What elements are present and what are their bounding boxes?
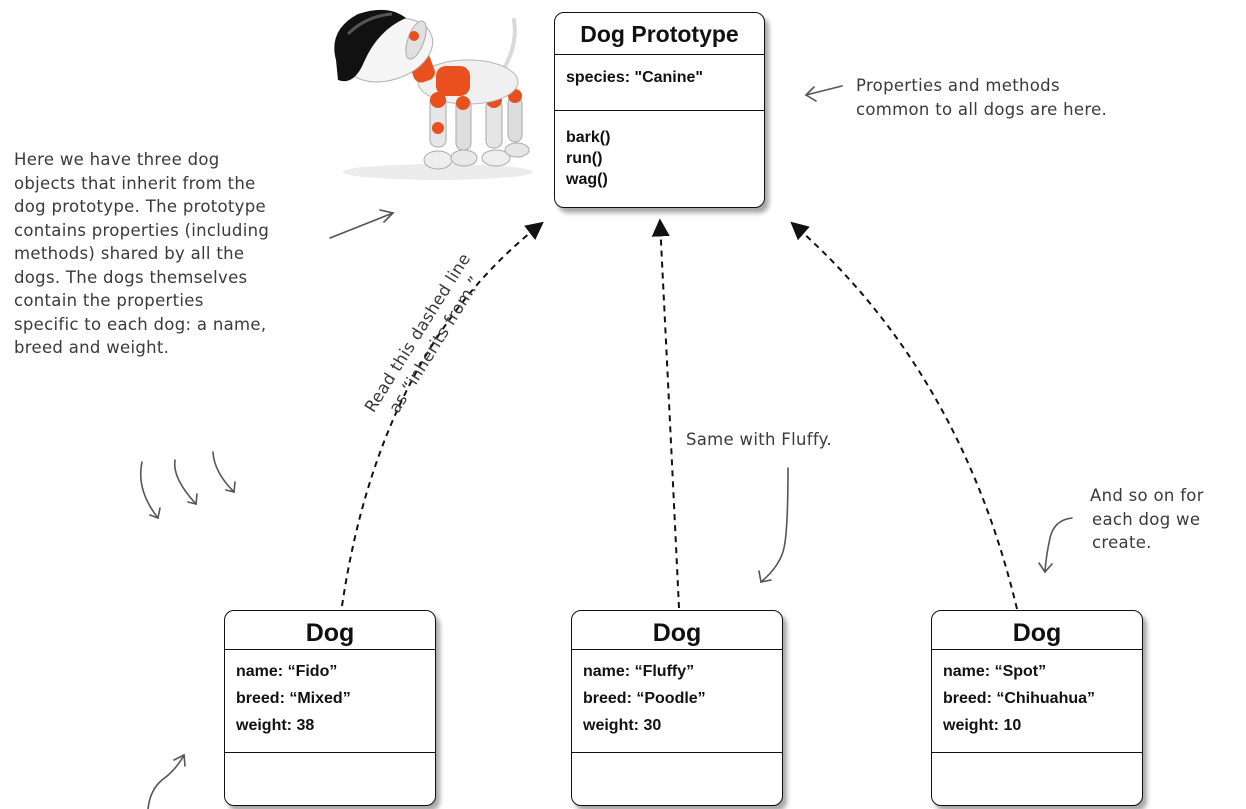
dog-box-fluffy: Dog name: “Fluffy” breed: “Poodle” weigh…: [571, 610, 783, 806]
dog-weight: weight: 38: [236, 717, 315, 734]
note-line: dogs. The dogs themselves: [14, 267, 248, 287]
prototype-title: Dog Prototype: [555, 13, 764, 55]
dog-properties: name: “Fido” breed: “Mixed” weight: 38: [225, 649, 435, 753]
prototype-explanation-note: Properties and methods common to all dog…: [856, 74, 1156, 121]
dog-prototype-box: Dog Prototype species: "Canine" bark() r…: [554, 12, 765, 208]
dog-properties: name: “Spot” breed: “Chihuahua” weight: …: [932, 649, 1142, 753]
dog-name: name: “Fido”: [236, 663, 338, 680]
spot-note: And so on for each dog we create.: [1090, 484, 1246, 555]
fluffy-pointer-arrow: [758, 467, 789, 583]
prototype-methods: bark() run() wag(): [555, 111, 764, 190]
dog-title: Dog: [1012, 619, 1062, 647]
pointer-arrow-to-dog: [329, 209, 395, 239]
note-line: common to all dogs are here.: [856, 99, 1108, 119]
note-line: create.: [1092, 533, 1152, 552]
prototype-method: wag(): [566, 171, 608, 188]
dog-weight: weight: 30: [583, 717, 662, 734]
fluffy-note: Same with Fluffy.: [686, 428, 906, 452]
left-explanation-note: Here we have three dog objects that inhe…: [14, 148, 334, 360]
dog-box-spot: Dog name: “Spot” breed: “Chihuahua” weig…: [931, 610, 1143, 806]
note-line: each dog we: [1092, 509, 1201, 529]
note-line: contains properties (including: [14, 220, 270, 240]
prototype-property: species: "Canine": [566, 69, 703, 86]
dog-properties: name: “Fluffy” breed: “Poodle” weight: 3…: [572, 649, 782, 753]
inherits-line-spot: [790, 221, 1018, 610]
dog-box-fido: Dog name: “Fido” breed: “Mixed” weight: …: [224, 610, 436, 806]
note-line: Same with Fluffy.: [686, 430, 832, 449]
prototype-method: bark(): [566, 129, 611, 146]
inherits-line-fluffy: [651, 218, 680, 609]
fido-pointer-arrow: [147, 753, 186, 809]
dog-name: name: “Fluffy”: [583, 663, 695, 680]
note-line: methods) shared by all the: [14, 244, 245, 263]
note-line: objects that inherit from the: [14, 173, 256, 193]
dog-name: name: “Spot”: [943, 663, 1047, 680]
pointer-arrow-to-prototype: [804, 85, 843, 102]
dog-breed: breed: “Mixed”: [236, 690, 351, 707]
note-line: contain the properties: [14, 291, 204, 310]
dog-title: Dog: [652, 619, 702, 647]
note-line: dog prototype. The prototype: [14, 197, 266, 216]
dog-breed: breed: “Poodle”: [583, 690, 706, 707]
dog-weight: weight: 10: [943, 717, 1022, 734]
note-line: Properties and methods: [856, 76, 1060, 95]
prototype-method: run(): [566, 150, 603, 167]
note-line: And so on for: [1090, 486, 1204, 505]
dog-title: Dog: [305, 619, 355, 647]
robot-dog-illustration: [334, 9, 533, 180]
inherits-line-fido: [341, 221, 544, 607]
prototype-properties: species: "Canine": [555, 55, 764, 111]
note-line: Here we have three dog: [14, 150, 220, 169]
note-line: breed and weight.: [14, 338, 170, 357]
dog-breed: breed: “Chihuahua”: [943, 690, 1096, 707]
squiggle-arrows-down: [139, 451, 236, 520]
spot-pointer-arrow: [1038, 517, 1073, 574]
note-line: specific to each dog: a name,: [14, 314, 267, 334]
